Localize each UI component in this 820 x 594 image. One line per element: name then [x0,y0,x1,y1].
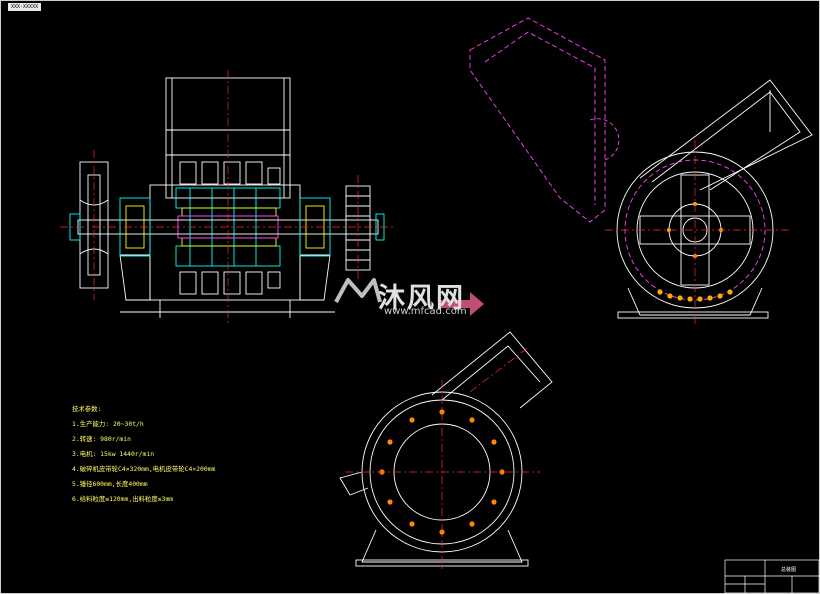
watermark-url: www.mfcad.com [384,306,467,317]
title-block [724,559,820,594]
side-centerlines [605,140,790,325]
housing-outline [149,184,301,301]
notes-line: 4.破碎机皮带轮C4×320mm,电机皮带轮C4×200mm [72,465,216,473]
watermark-name: 沐风网 [378,283,465,314]
bottom-centerlines [345,345,540,570]
notes-line: 1.生产能力: 20~30t/h [72,420,144,428]
drawing-tag: XXX-XXXXX [8,3,42,11]
watermark: 沐风网 www.mfcad.com [328,272,498,322]
bottom-view [339,331,553,567]
notes-line: 2.转速: 980r/min [72,435,131,443]
side-view [469,17,813,319]
title-block-label: 总装图 [781,567,797,573]
notes-line: 6.给料粒度≤120mm,出料粒度≤3mm [72,495,174,503]
bottom-bolt-ring [379,409,505,535]
watermark-logo-icon [334,278,484,316]
notes-line: 3.电机: 15kw 1440r/min [72,450,155,458]
technical-notes: 技术参数: 1.生产能力: 20~30t/h 2.转速: 980r/min 3.… [72,402,215,507]
notes-title: 技术参数: [72,405,102,413]
notes-line: 5.锤径600mm,长度400mm [72,480,148,488]
front-centerlines [60,70,395,325]
